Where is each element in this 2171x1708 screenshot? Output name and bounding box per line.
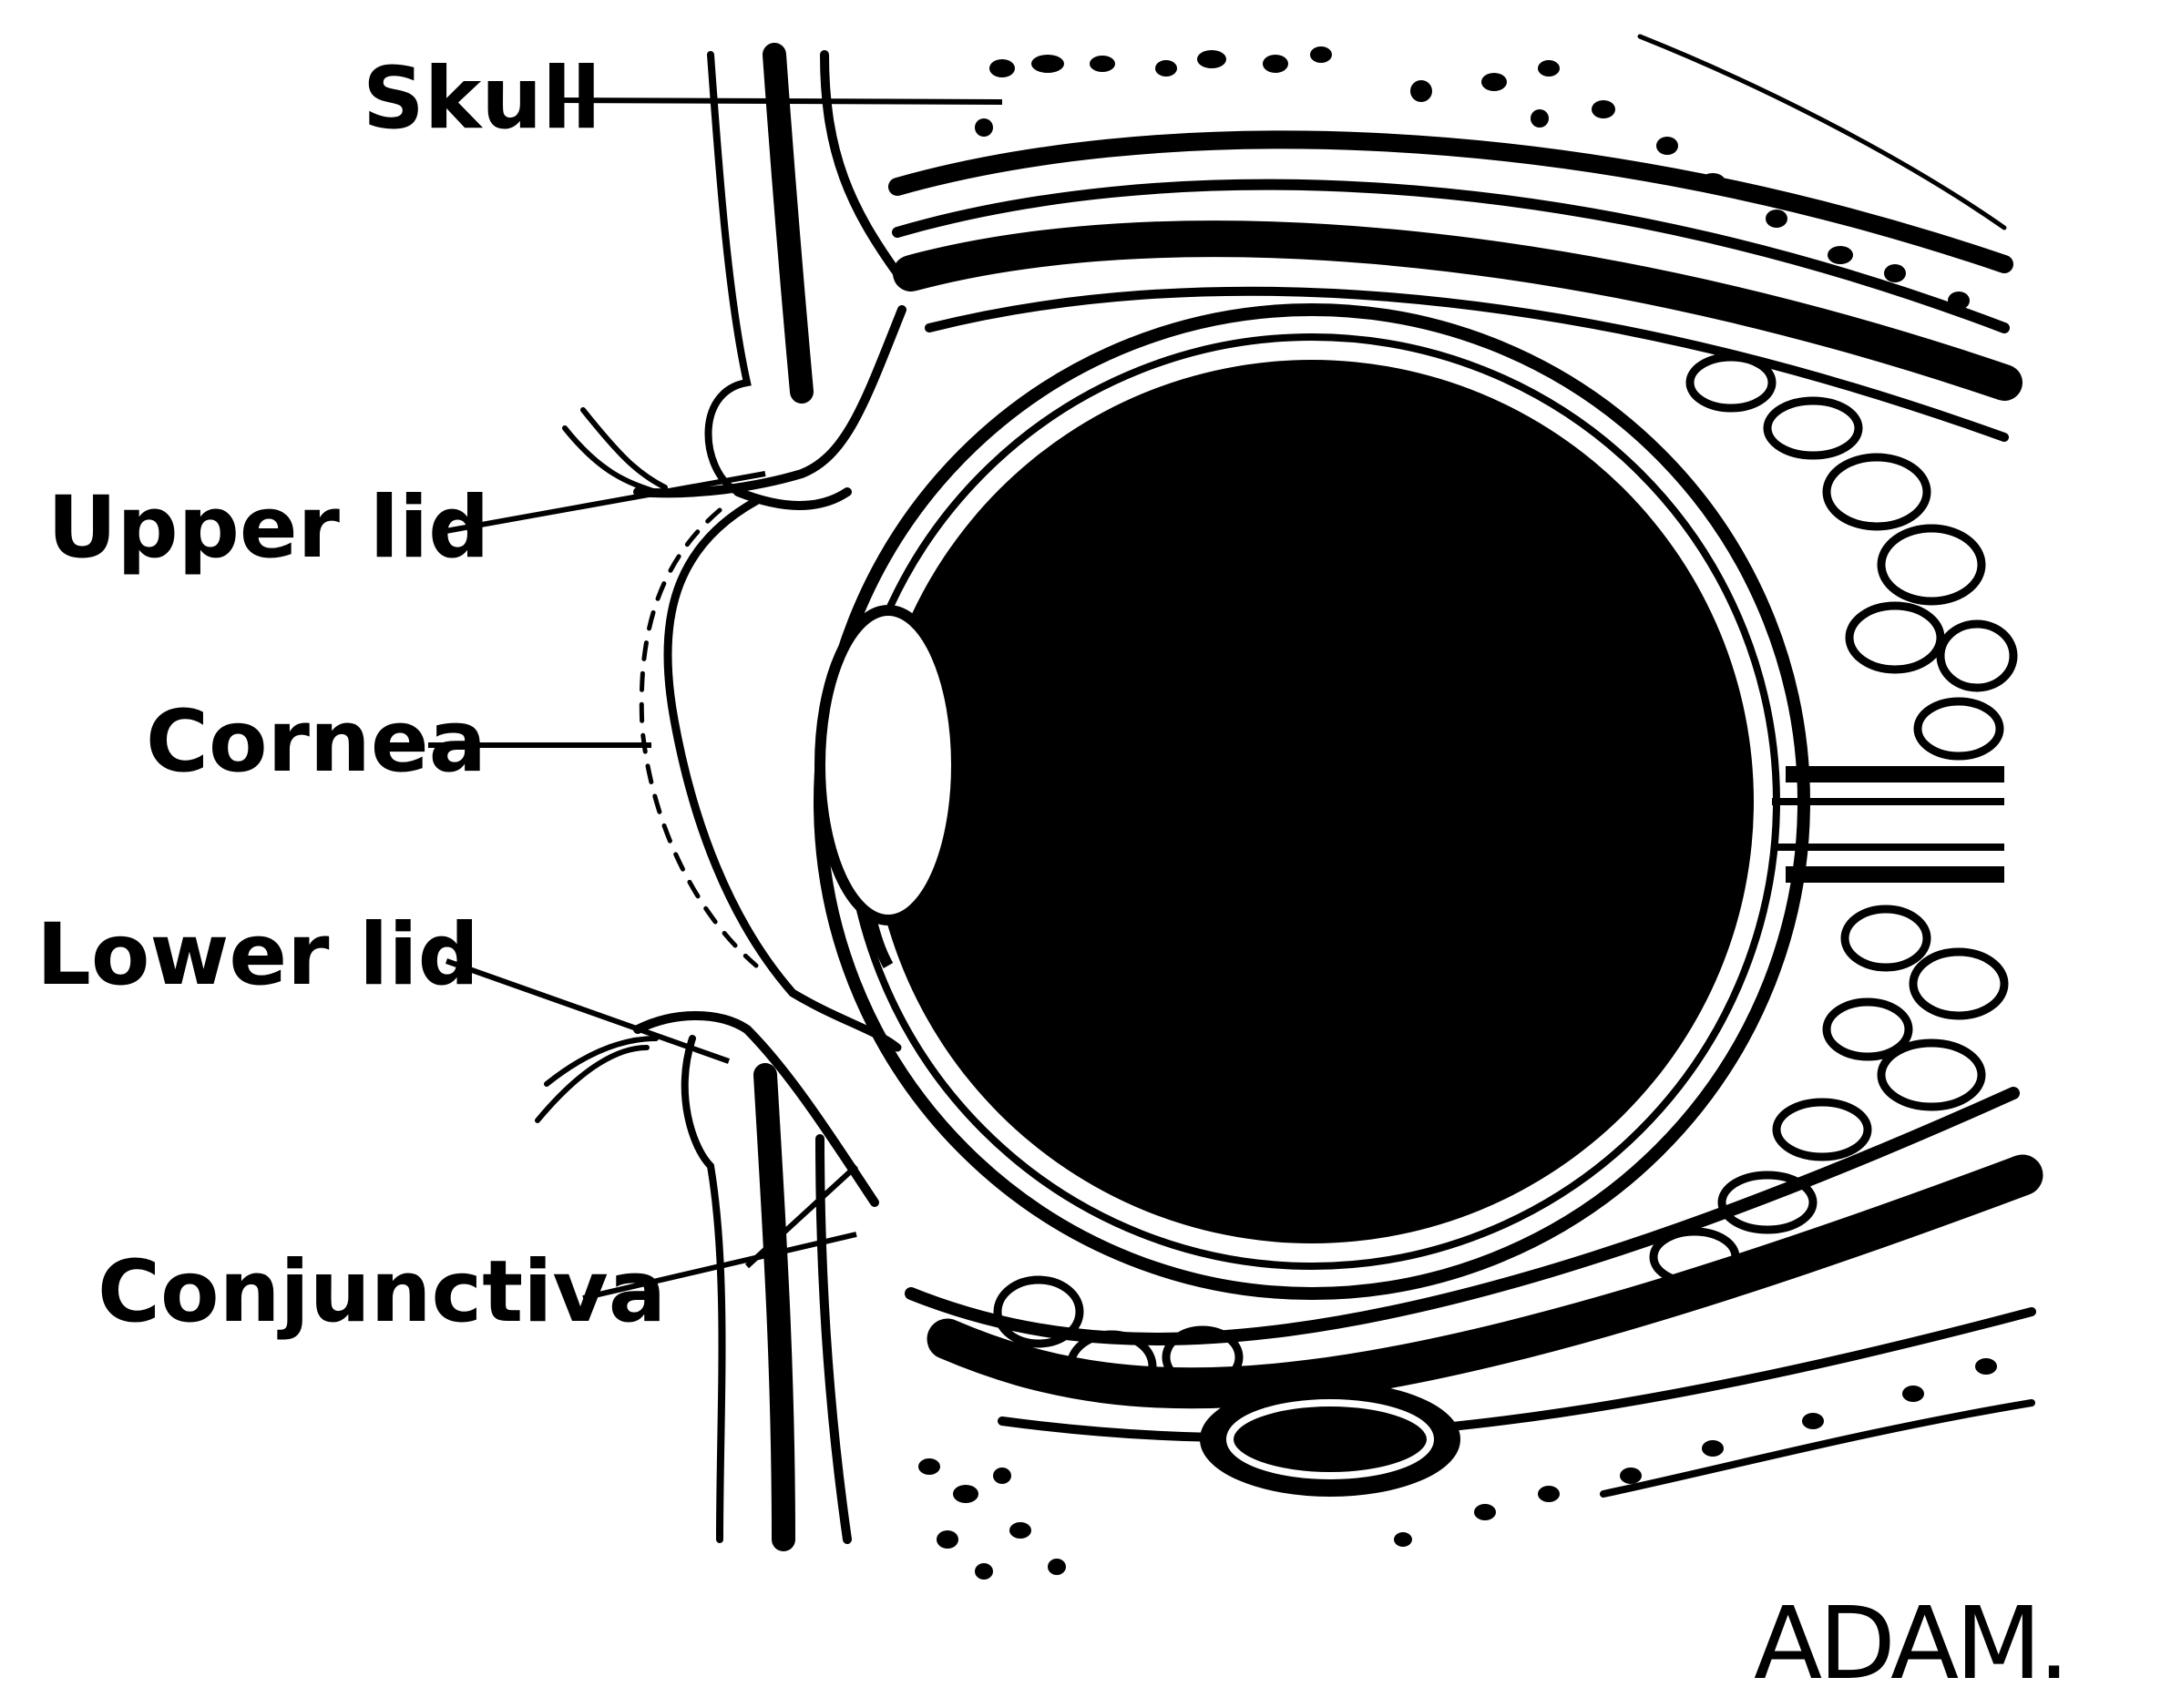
label-skull: Skull <box>363 56 601 142</box>
eyeball <box>820 310 1804 1294</box>
label-upper-lid: Upper lid <box>47 486 489 571</box>
label-cornea: Cornea <box>146 700 486 785</box>
lens <box>820 610 957 920</box>
label-lower-lid: Lower lid <box>36 913 479 998</box>
adam-logo: ADAM. <box>1754 1585 2066 1702</box>
label-conjunctiva: Conjunctiva <box>97 1250 666 1335</box>
